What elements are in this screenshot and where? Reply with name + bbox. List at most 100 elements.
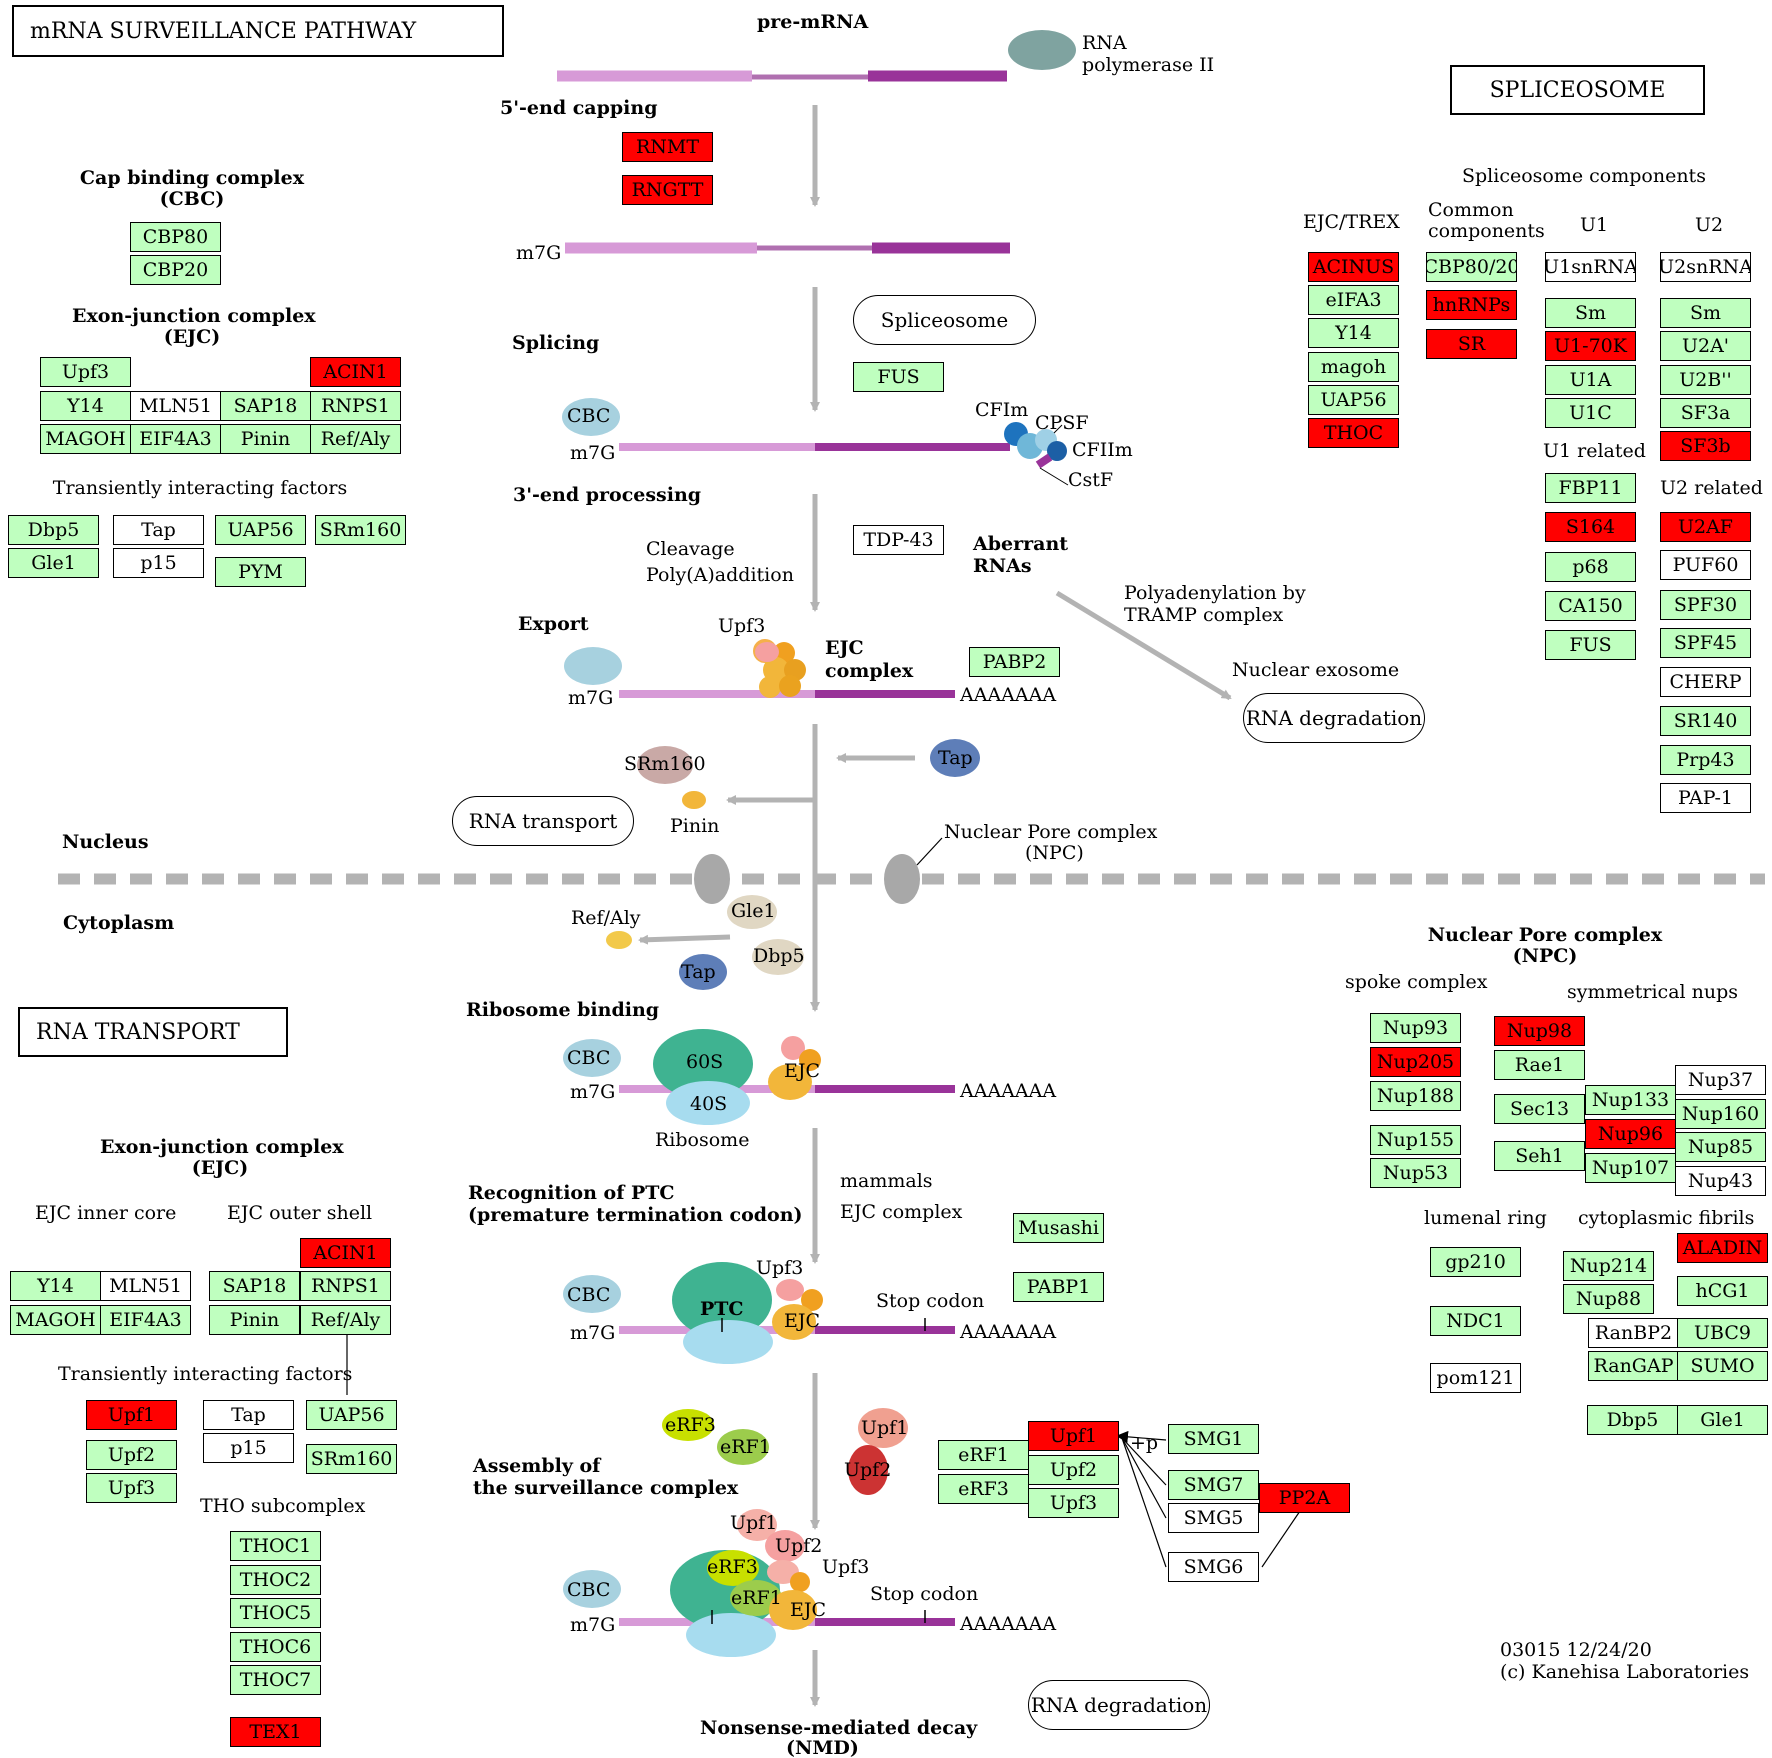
gene-pinin-top[interactable]: Pinin (220, 424, 311, 454)
gene-smg6[interactable]: SMG6 (1168, 1552, 1259, 1582)
gene-hnrnps[interactable]: hnRNPs (1426, 290, 1517, 320)
gene-nup37[interactable]: Nup37 (1675, 1065, 1766, 1095)
gene-rnps1-top[interactable]: RNPS1 (310, 391, 401, 421)
gene-gle1-top[interactable]: Gle1 (8, 548, 99, 578)
gene-acin1-top[interactable]: ACIN1 (310, 357, 401, 387)
gene-tap-top[interactable]: Tap (113, 515, 204, 545)
gene-mln51-top[interactable]: MLN51 (130, 391, 221, 421)
gene-eif4a3-top[interactable]: EIF4A3 (130, 424, 221, 454)
gene-y14-bottom[interactable]: Y14 (10, 1271, 101, 1301)
gene-smg5[interactable]: SMG5 (1168, 1503, 1259, 1533)
gene-nup214[interactable]: Nup214 (1563, 1251, 1654, 1281)
gene-rnmt[interactable]: RNMT (622, 132, 713, 162)
gene-refaly-bottom[interactable]: Ref/Aly (300, 1305, 391, 1335)
gene-nup155[interactable]: Nup155 (1370, 1125, 1461, 1155)
gene-fus-splice[interactable]: FUS (1545, 630, 1636, 660)
gene-sr[interactable]: SR (1426, 329, 1517, 359)
gene-sap18-top[interactable]: SAP18 (220, 391, 311, 421)
gene-pom121[interactable]: pom121 (1430, 1363, 1521, 1393)
gene-nup188[interactable]: Nup188 (1370, 1081, 1461, 1111)
gene-u1c[interactable]: U1C (1545, 398, 1636, 428)
gene-srm160-bottom[interactable]: SRm160 (306, 1444, 397, 1474)
gene-puf60[interactable]: PUF60 (1660, 550, 1751, 580)
gene-ca150[interactable]: CA150 (1545, 591, 1636, 621)
gene-nup205[interactable]: Nup205 (1370, 1047, 1461, 1077)
gene-sumo[interactable]: SUMO (1677, 1351, 1768, 1381)
gene-nup88[interactable]: Nup88 (1563, 1284, 1654, 1314)
gene-upf3-top[interactable]: Upf3 (40, 357, 131, 387)
gene-aladin[interactable]: ALADIN (1677, 1233, 1768, 1263)
gene-spf45[interactable]: SPF45 (1660, 628, 1751, 658)
gene-mln51-bottom[interactable]: MLN51 (100, 1271, 191, 1301)
gene-acinus[interactable]: ACINUS (1308, 252, 1399, 282)
gene-dbp5-top[interactable]: Dbp5 (8, 515, 99, 545)
gene-fus[interactable]: FUS (853, 362, 944, 392)
gene-prp43[interactable]: Prp43 (1660, 745, 1751, 775)
gene-rae1[interactable]: Rae1 (1494, 1050, 1585, 1080)
gene-hcg1[interactable]: hCG1 (1677, 1276, 1768, 1306)
gene-nup96[interactable]: Nup96 (1585, 1119, 1676, 1149)
rna-degradation-link-2[interactable]: RNA degradation (1028, 1680, 1210, 1730)
gene-u2af[interactable]: U2AF (1660, 512, 1751, 542)
gene-ubc9[interactable]: UBC9 (1677, 1318, 1768, 1348)
gene-magoh-splice[interactable]: magoh (1308, 352, 1399, 382)
gene-y14-top[interactable]: Y14 (40, 391, 131, 421)
gene-rngtt[interactable]: RNGTT (622, 175, 713, 205)
gene-erf1-surv[interactable]: eRF1 (938, 1440, 1029, 1470)
gene-nup85[interactable]: Nup85 (1675, 1132, 1766, 1162)
gene-nup160[interactable]: Nup160 (1675, 1099, 1766, 1129)
gene-thoc[interactable]: THOC (1308, 418, 1399, 448)
gene-srm160-top[interactable]: SRm160 (315, 515, 406, 545)
gene-p15-top[interactable]: p15 (113, 548, 204, 578)
gene-p68[interactable]: p68 (1545, 552, 1636, 582)
gene-gp210[interactable]: gp210 (1430, 1247, 1521, 1277)
gene-upf3-surv[interactable]: Upf3 (1028, 1488, 1119, 1518)
gene-tex1[interactable]: TEX1 (230, 1717, 321, 1747)
gene-spf30[interactable]: SPF30 (1660, 590, 1751, 620)
gene-nup93[interactable]: Nup93 (1370, 1013, 1461, 1043)
gene-fbp11[interactable]: FBP11 (1545, 473, 1636, 503)
gene-pym-top[interactable]: PYM (215, 557, 306, 587)
gene-nup98[interactable]: Nup98 (1494, 1016, 1585, 1046)
gene-tdp43[interactable]: TDP-43 (853, 525, 944, 555)
gene-magoh-top[interactable]: MAGOH (40, 424, 131, 454)
gene-gle1-npc[interactable]: Gle1 (1677, 1405, 1768, 1435)
gene-smg1[interactable]: SMG1 (1168, 1424, 1259, 1454)
gene-eifa3[interactable]: eIFA3 (1308, 285, 1399, 315)
rna-degradation-link-1[interactable]: RNA degradation (1243, 693, 1425, 743)
gene-nup107[interactable]: Nup107 (1585, 1153, 1676, 1183)
gene-p15-bottom[interactable]: p15 (203, 1433, 294, 1463)
gene-nup43[interactable]: Nup43 (1675, 1166, 1766, 1196)
gene-nup53[interactable]: Nup53 (1370, 1158, 1461, 1188)
gene-pabp1[interactable]: PABP1 (1013, 1272, 1104, 1302)
gene-u2snrna[interactable]: U2snRNA (1660, 252, 1751, 282)
rna-transport-link[interactable]: RNA transport (452, 796, 634, 846)
gene-sm-u1[interactable]: Sm (1545, 298, 1636, 328)
gene-cherp[interactable]: CHERP (1660, 667, 1751, 697)
gene-sf3a[interactable]: SF3a (1660, 398, 1751, 428)
gene-seh1[interactable]: Seh1 (1494, 1141, 1585, 1171)
gene-acin1-bottom[interactable]: ACIN1 (300, 1238, 391, 1268)
gene-erf3-surv[interactable]: eRF3 (938, 1474, 1029, 1504)
gene-s164[interactable]: S164 (1545, 512, 1636, 542)
gene-cbp20[interactable]: CBP20 (130, 255, 221, 285)
gene-rangap[interactable]: RanGAP (1588, 1351, 1679, 1381)
rna-transport-map-link[interactable]: RNA TRANSPORT (18, 1007, 288, 1057)
gene-cbp80[interactable]: CBP80 (130, 222, 221, 252)
gene-u1snrna[interactable]: U1snRNA (1545, 252, 1636, 282)
gene-refaly-top[interactable]: Ref/Aly (310, 424, 401, 454)
gene-thoc7[interactable]: THOC7 (230, 1665, 321, 1695)
gene-pap1[interactable]: PAP-1 (1660, 783, 1751, 813)
gene-sap18-bottom[interactable]: SAP18 (209, 1271, 300, 1301)
gene-sf3b[interactable]: SF3b (1660, 431, 1751, 461)
gene-ndc1[interactable]: NDC1 (1430, 1306, 1521, 1336)
gene-u2b[interactable]: U2B'' (1660, 365, 1751, 395)
spliceosome-link[interactable]: Spliceosome (853, 295, 1036, 345)
gene-musashi[interactable]: Musashi (1013, 1213, 1104, 1243)
gene-eif4a3-bottom[interactable]: EIF4A3 (100, 1305, 191, 1335)
spliceosome-map-link[interactable]: SPLICEOSOME (1450, 65, 1705, 115)
gene-ranbp2[interactable]: RanBP2 (1588, 1318, 1679, 1348)
gene-nup133[interactable]: Nup133 (1585, 1085, 1676, 1115)
gene-pabp2[interactable]: PABP2 (969, 647, 1060, 677)
gene-y14-splice[interactable]: Y14 (1308, 318, 1399, 348)
